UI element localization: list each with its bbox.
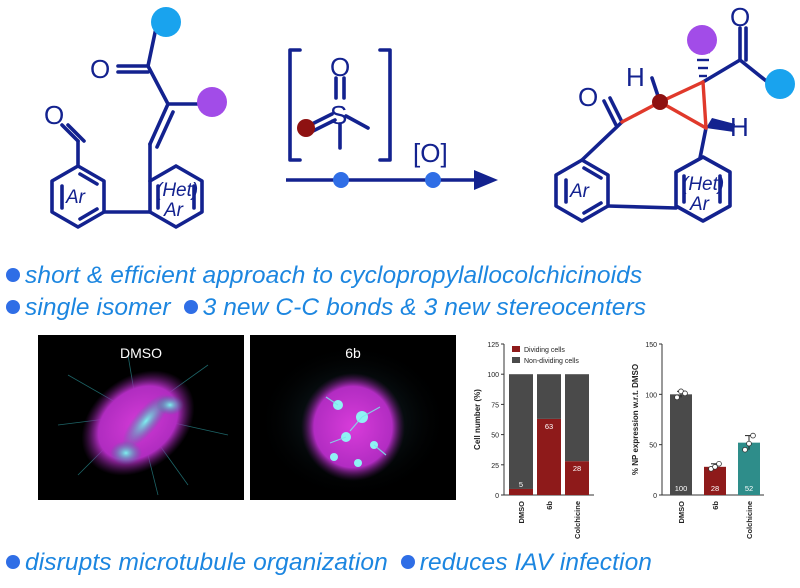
left-purple-substituent	[197, 87, 227, 117]
data-label: 63	[545, 422, 553, 431]
data-point	[712, 464, 718, 470]
oxidant-label: [O]	[413, 138, 448, 168]
y-tick-label: 50	[649, 443, 657, 450]
data-point	[674, 394, 680, 401]
reagent-carbon-ball	[297, 119, 315, 137]
microscopy-image-dmso	[57, 354, 229, 496]
reagent-s: S	[330, 100, 347, 130]
microscopy-image-6b	[257, 343, 449, 499]
bullet-text-2b: 3 new C-C bonds & 3 new stereocenters	[202, 294, 647, 321]
x-tick-label: 6b	[545, 501, 554, 510]
right-blue-substituent	[765, 69, 795, 99]
data-label: 5	[519, 480, 523, 489]
data-point	[750, 432, 756, 439]
cyclopropane-carbon-ball	[652, 94, 668, 110]
reagent-o: O	[330, 52, 350, 82]
right-ring1-label: Ar	[569, 181, 590, 202]
bullet-dot-icon	[183, 299, 198, 314]
x-tick-label: DMSO	[677, 501, 686, 524]
left-ring2-label-1: (Het)	[156, 180, 198, 201]
right-ketone-o: O	[578, 82, 598, 112]
x-tick-label: Colchicine	[745, 501, 754, 539]
bar-dividing	[537, 418, 561, 495]
right-h2: H	[730, 112, 749, 142]
y-tick-label: 25	[491, 463, 499, 470]
data-label: 100	[675, 484, 688, 493]
left-aryl-ring	[50, 164, 106, 229]
left-carbonyl-o: O	[90, 54, 110, 84]
right-h1: H	[626, 62, 645, 92]
arrow-node-1	[333, 172, 349, 188]
right-aryl-ring	[554, 158, 610, 223]
bullet-line-1: short & efficient approach to cyclopropy…	[6, 262, 642, 290]
y-tick-label: 50	[491, 433, 499, 440]
left-ring1-label: Ar	[65, 187, 86, 208]
legend-swatch-non-dividing	[512, 357, 520, 363]
x-tick-label: Colchicine	[573, 501, 582, 539]
y-tick-label: 0	[495, 493, 499, 500]
x-tick-label: 6b	[711, 501, 720, 510]
left-ring2-label-2: Ar	[163, 200, 184, 221]
y-tick-label: 0	[653, 493, 657, 500]
bullet-text-1: short & efficient approach to cyclopropy…	[25, 262, 643, 289]
data-point	[746, 440, 752, 447]
legend-swatch-dividing	[512, 346, 520, 352]
bullet-line-2: single isomer 3 new C-C bonds & 3 new st…	[6, 294, 646, 322]
right-purple-substituent	[687, 25, 717, 55]
data-label: 52	[745, 484, 753, 493]
bullet-text-3b: reduces IAV infection	[419, 549, 653, 576]
arrow-node-2	[425, 172, 441, 188]
y-tick-label: 100	[645, 392, 657, 399]
left-aldehyde-o: O	[44, 100, 64, 130]
reaction-scheme: O O O S [O] H H O O Ar (Het) Ar Ar (Het)…	[44, 2, 795, 229]
right-ring2-label-2: Ar	[689, 194, 710, 215]
y-axis-title: % NP expression w.r.t. DMSO	[631, 364, 640, 475]
y-axis-title: Cell number (%)	[473, 389, 482, 450]
microscopy-label-6b: 6b	[345, 345, 361, 361]
bar-np-expression	[738, 442, 760, 495]
right-heteroaryl-ring	[674, 155, 732, 223]
right-top-o: O	[730, 2, 750, 32]
microscopy-panel-dmso: DMSO	[38, 335, 244, 500]
bar-np-expression	[704, 466, 726, 495]
left-blue-substituent	[151, 7, 181, 37]
right-ring2-label-1: (Het)	[682, 174, 724, 195]
legend-label-non-dividing: Non-dividing cells	[524, 358, 579, 365]
bar-dividing	[509, 488, 533, 495]
bullet-line-3: disrupts microtubule organization reduce…	[6, 549, 652, 577]
bar-non-dividing	[537, 374, 561, 419]
y-tick-label: 150	[645, 342, 657, 349]
np-expression-chart: 0 50 100 150 % NP expression w.r.t. DMSO 100…	[631, 342, 764, 539]
y-tick-label: 100	[487, 372, 499, 379]
data-label: 28	[711, 484, 719, 493]
bullet-text-2a: single isomer	[25, 294, 171, 321]
bullet-dot-icon	[6, 267, 20, 282]
microscopy-label-dmso: DMSO	[120, 345, 162, 361]
y-tick-label: 75	[491, 402, 499, 409]
bar-non-dividing	[509, 374, 533, 489]
bar-np-expression	[670, 394, 692, 495]
bullet-dot-icon	[400, 554, 415, 569]
microscopy-panel-6b: 6b	[250, 335, 456, 500]
bullet-text-3a: disrupts microtubule organization	[25, 549, 388, 576]
x-tick-label: DMSO	[517, 501, 526, 524]
data-point	[742, 446, 748, 453]
data-label: 28	[573, 464, 581, 473]
bar-non-dividing	[565, 374, 589, 462]
bullet-dot-icon	[6, 299, 20, 314]
data-point	[716, 460, 722, 467]
legend-label-dividing: Dividing cells	[524, 347, 565, 354]
bullet-dot-icon	[6, 554, 20, 569]
y-tick-label: 125	[487, 342, 499, 349]
data-point	[682, 390, 688, 397]
bar-dividing	[565, 461, 589, 495]
